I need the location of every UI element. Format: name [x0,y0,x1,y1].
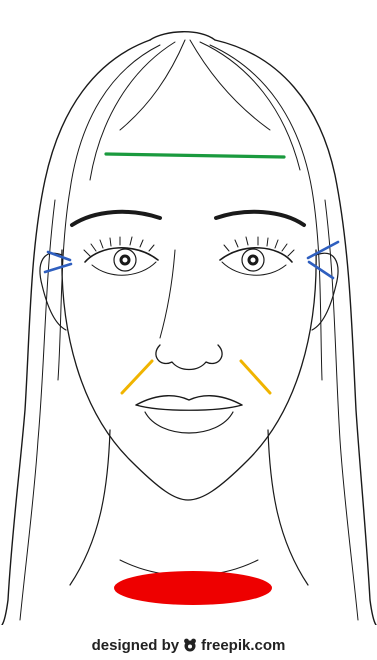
eyebrow-right [216,212,304,225]
hair-part [120,40,185,130]
eyebrow-left [72,212,160,225]
hair-strand [325,200,358,620]
nasolabial-marker-left [122,361,152,393]
lashes-left [84,237,154,256]
nasolabial-marker-right [241,361,270,393]
hair-part [190,40,270,130]
forehead-marker [106,154,284,157]
neck-left [70,430,110,585]
brand-name[interactable]: freepik.com [201,637,285,654]
neck-marker [114,571,272,605]
nasolabial-markers [122,361,270,393]
face-line-art-icon [2,32,376,625]
crows-feet-marker-right-lower [309,262,333,278]
lashes-right [224,237,294,256]
nose-tip [156,345,222,370]
iris-right [242,249,264,271]
credit-line: designed by freepik.com [0,634,377,656]
freepik-logo-icon [182,637,198,653]
hair-outline-left [2,40,150,625]
crows-feet-marker-left-upper [48,252,70,260]
iris-left [114,249,136,271]
hair-outline-right [215,40,376,625]
lip-line [136,405,242,410]
nose-bridge [160,250,175,338]
hair-strand [200,42,300,170]
crows-feet-markers [45,242,338,278]
face-outline [62,250,316,500]
pupil-left [121,256,129,264]
lip-upper [136,396,242,405]
hair-top [150,32,215,40]
face-illustration [0,0,377,625]
crows-feet-marker-right-upper [308,242,338,258]
neck-right [268,430,308,585]
lip-lower [145,412,233,433]
pupil-right [249,256,257,264]
credit-prefix: designed by [92,637,180,654]
